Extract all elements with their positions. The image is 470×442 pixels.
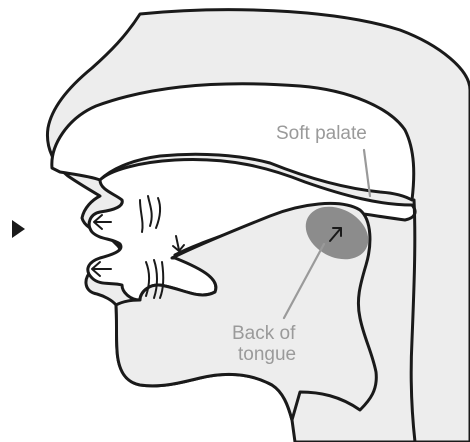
back-of-tongue-label-line2: tongue xyxy=(238,344,296,365)
play-triangle-icon xyxy=(12,220,25,238)
back-of-tongue-label-line1: Back of xyxy=(232,323,296,344)
soft-palate-label: Soft palate xyxy=(276,123,367,144)
